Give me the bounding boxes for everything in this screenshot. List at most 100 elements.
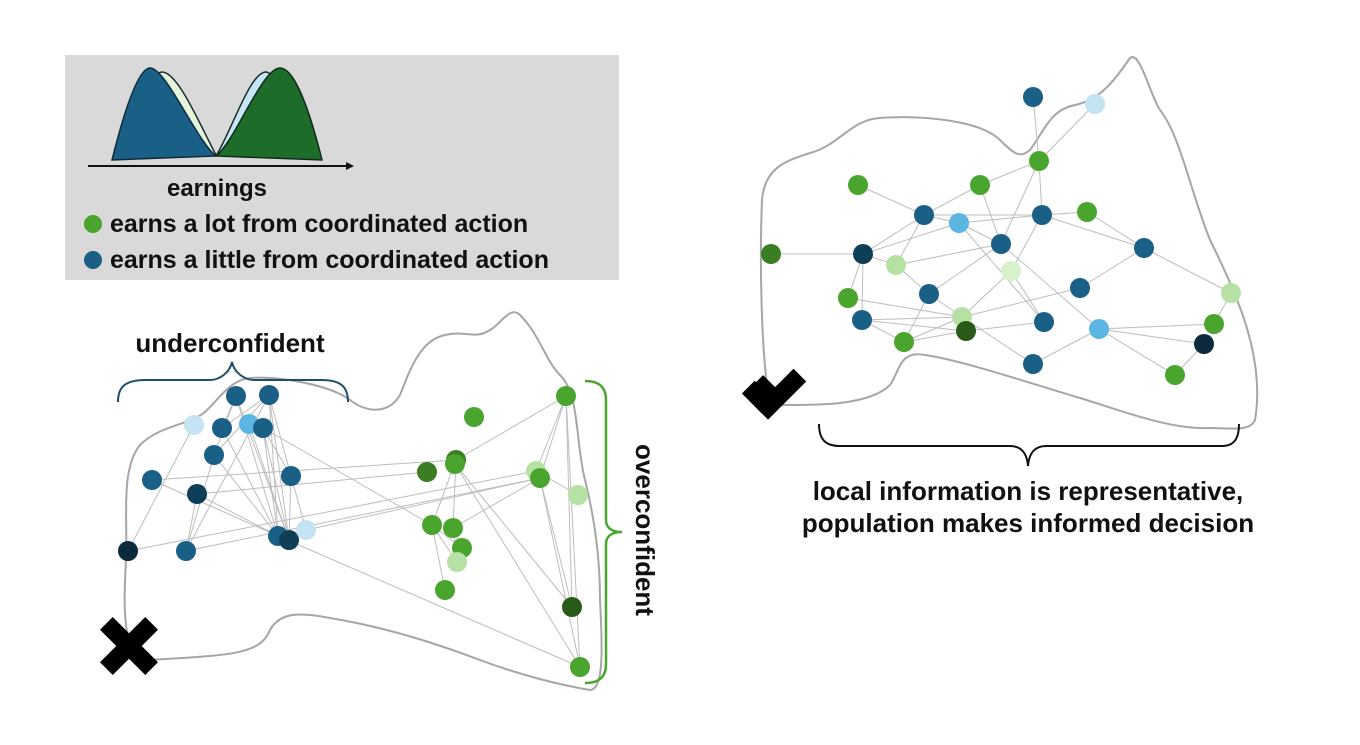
left-node-green <box>443 518 463 538</box>
right-edge <box>1000 243 1100 330</box>
right-edge <box>1098 328 1205 345</box>
right-edge <box>923 184 981 216</box>
legend-label-high: earns a lot from coordinated action <box>110 210 528 238</box>
left-node-dark-blue <box>187 484 207 504</box>
left-edge <box>268 394 292 477</box>
right-node-green <box>894 332 914 352</box>
left-edge <box>221 427 279 537</box>
left-network-panel: underconfident overconfident <box>100 311 660 692</box>
left-edge <box>151 479 279 537</box>
right-node-blue <box>991 234 1011 254</box>
left-edge <box>535 395 567 472</box>
left-node-green <box>445 454 465 474</box>
caption-line-1: local information is representative, <box>813 476 1244 506</box>
left-edge <box>455 395 567 461</box>
left-network-edges <box>127 394 581 668</box>
left-edge <box>277 535 581 668</box>
left-edge <box>305 477 541 531</box>
right-node-green <box>838 288 858 308</box>
right-node-pale-green <box>1001 261 1021 281</box>
right-node-blue <box>1134 238 1154 258</box>
left-edge <box>452 477 541 529</box>
right-edge <box>928 243 1002 295</box>
right-edge <box>961 287 1081 318</box>
underconfident-label: underconfident <box>135 328 325 358</box>
underconfident-bracket <box>117 361 349 403</box>
right-edge <box>1079 247 1145 289</box>
right-node-navy <box>1194 334 1214 354</box>
left-node-dark-green <box>417 462 437 482</box>
left-edge <box>539 477 581 668</box>
right-edge <box>847 297 963 318</box>
left-node-blue <box>142 470 162 490</box>
left-node-green <box>422 515 442 535</box>
right-edge <box>903 330 967 343</box>
left-node-blue <box>212 418 232 438</box>
left-node-green <box>530 468 550 488</box>
left-node-blue <box>204 445 224 465</box>
left-edge <box>127 424 195 552</box>
left-node-blue <box>259 385 279 405</box>
cross-icon <box>100 617 158 675</box>
right-network-nodes <box>761 87 1241 385</box>
left-node-blue <box>253 418 273 438</box>
right-node-blue <box>1032 205 1052 225</box>
left-node-green <box>570 657 590 677</box>
right-population-outline <box>759 56 1259 430</box>
right-network-panel: local information is representative, pop… <box>741 56 1259 538</box>
left-node-light-green <box>568 485 588 505</box>
overconfident-bracket <box>584 379 623 685</box>
left-node-dark-blue <box>279 530 299 550</box>
right-edge <box>861 253 864 321</box>
left-edge <box>127 470 537 552</box>
right-node-forest <box>956 321 976 341</box>
left-network-nodes <box>118 385 590 677</box>
right-network-edges <box>771 96 1232 376</box>
right-node-blue <box>852 310 872 330</box>
right-node-sky-blue <box>1089 319 1109 339</box>
left-node-light-green <box>447 552 467 572</box>
right-node-green <box>848 175 868 195</box>
right-node-green <box>970 175 990 195</box>
left-edge <box>454 463 573 608</box>
left-node-green <box>556 386 576 406</box>
right-node-green <box>1204 314 1224 334</box>
right-edge <box>862 222 960 255</box>
right-edge <box>857 184 925 216</box>
left-node-light-blue <box>184 415 204 435</box>
right-node-blue <box>919 284 939 304</box>
right-edge <box>1032 96 1040 162</box>
right-edge <box>862 214 925 255</box>
right-edge <box>1032 328 1100 365</box>
right-node-blue <box>1023 87 1043 107</box>
left-edge <box>185 477 541 552</box>
overconfident-label: overconfident <box>630 444 660 616</box>
left-node-blue <box>176 541 196 561</box>
left-edge <box>268 394 290 541</box>
left-edge <box>431 524 446 591</box>
right-edge <box>961 270 1012 318</box>
right-node-dark-blue <box>853 244 873 264</box>
left-node-green <box>464 407 484 427</box>
right-node-blue <box>914 205 934 225</box>
legend-dot-green <box>84 215 102 233</box>
right-edge <box>958 214 1043 224</box>
left-edge <box>565 395 573 608</box>
right-edge <box>1000 160 1040 245</box>
right-edge <box>1010 214 1043 272</box>
left-edge <box>539 477 573 608</box>
right-node-green <box>1165 365 1185 385</box>
check-icon <box>741 368 807 420</box>
earnings-axis-label: earnings <box>167 175 267 202</box>
caption-line-2: population makes informed decision <box>802 508 1254 538</box>
left-edge <box>565 395 581 668</box>
legend: earnings earns a lot from coordinated ac… <box>65 55 619 280</box>
right-edge <box>903 316 963 343</box>
right-edge <box>965 321 1045 332</box>
left-node-blue <box>281 466 301 486</box>
right-edge <box>1098 323 1215 330</box>
right-edge <box>1086 211 1145 249</box>
earnings-distribution <box>88 67 354 170</box>
left-edge <box>196 493 279 537</box>
